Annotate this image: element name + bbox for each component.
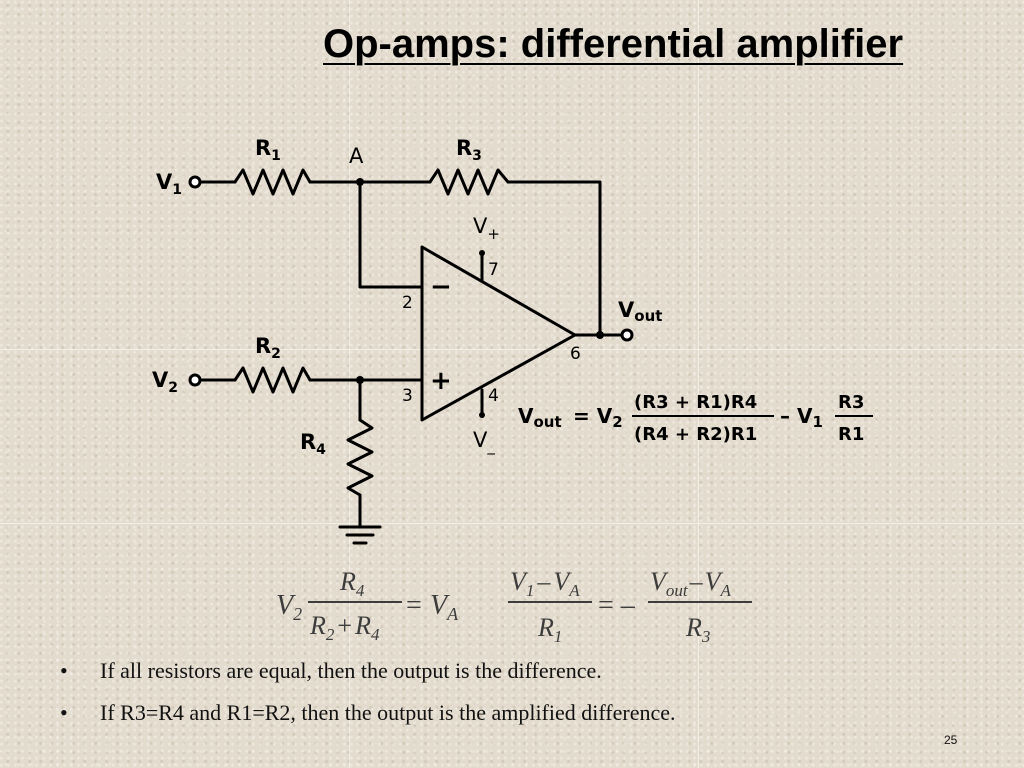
slide-title: Op-amps: differential amplifier: [323, 22, 904, 66]
page-number: 25: [944, 733, 958, 747]
tile-seam: [0, 349, 1024, 350]
vout-lhs: Vout: [518, 404, 562, 431]
vout-frac1-num: (R3 + R1)R4: [634, 392, 757, 413]
label-node-a: A: [349, 144, 364, 168]
label-vplus: V+: [473, 214, 500, 243]
tile-seam: [349, 0, 350, 768]
eq-right-den: R1: [537, 613, 562, 646]
eq-right-num: V1–VA: [510, 567, 580, 600]
vout-mid: – V1: [780, 404, 823, 431]
pin-7-label: 7: [488, 260, 499, 280]
inverting-sign: −: [430, 272, 452, 302]
differential-amplifier-circuit: V1 V2 R1 R3 R2 R4 Vout A V+ V_ 2 3 7 4 6…: [152, 136, 873, 545]
pin-4-label: 4: [488, 386, 499, 406]
label-r4: R4: [300, 430, 326, 458]
resistor-r3: [428, 168, 510, 196]
eq-left-va: VA: [430, 590, 459, 624]
wire-feedback: [506, 180, 602, 337]
eq-left-v2: V2: [276, 590, 302, 624]
noninverting-sign: +: [430, 366, 452, 396]
wire-a-to-inverting: [358, 180, 424, 289]
label-vout: Vout: [618, 298, 662, 325]
vout-eq: = V2: [573, 404, 623, 431]
junction-a: [356, 178, 364, 186]
eq-left-equals: =: [406, 590, 422, 621]
terminal-v1: [188, 175, 202, 189]
eq-left-den: R2+R4: [309, 611, 380, 644]
label-v1: V1: [156, 170, 182, 198]
bullet-item: If R3=R4 and R1=R2, then the output is t…: [58, 697, 676, 739]
pin-6-label: 6: [570, 344, 581, 364]
label-r2: R2: [255, 334, 281, 362]
pin-vminus-dot: [479, 412, 485, 418]
label-vminus: V_: [473, 428, 495, 456]
label-r3: R3: [456, 136, 482, 164]
eq-right-den2: R3: [685, 613, 710, 646]
bullet-item: If all resistors are equal, then the out…: [58, 655, 676, 697]
vout-frac2-num: R3: [838, 392, 864, 413]
pin-vplus-dot: [479, 250, 485, 256]
eq-left-num: R4: [339, 567, 365, 600]
terminal-vout: [620, 328, 634, 342]
pin-2-label: 2: [402, 293, 413, 313]
terminal-v2: [188, 373, 202, 387]
node-equations: V2 R4 R2+R4 = VA V1–VA R1 = – Vout–VA R3: [276, 567, 752, 646]
junction-r4: [356, 376, 364, 384]
resistor-r4: [346, 418, 374, 497]
tile-seam: [698, 0, 699, 768]
junction-output: [596, 331, 604, 339]
eq-right-equals: = –: [598, 590, 636, 621]
vout-frac2-den: R1: [838, 424, 864, 445]
label-r1: R1: [255, 136, 281, 164]
label-v2: V2: [152, 368, 178, 396]
resistor-r1: [233, 168, 312, 196]
eq-right-num2: Vout–VA: [650, 567, 732, 600]
bullet-list: If all resistors are equal, then the out…: [58, 655, 676, 739]
tile-seam: [0, 523, 1024, 524]
pin-3-label: 3: [402, 386, 413, 406]
vout-frac1-den: (R4 + R2)R1: [634, 424, 757, 445]
resistor-r2: [233, 366, 312, 394]
op-amp-triangle: [420, 245, 577, 422]
vout-formula: Vout = V2 (R3 + R1)R4 (R4 + R2)R1 – V1 R…: [518, 392, 873, 445]
